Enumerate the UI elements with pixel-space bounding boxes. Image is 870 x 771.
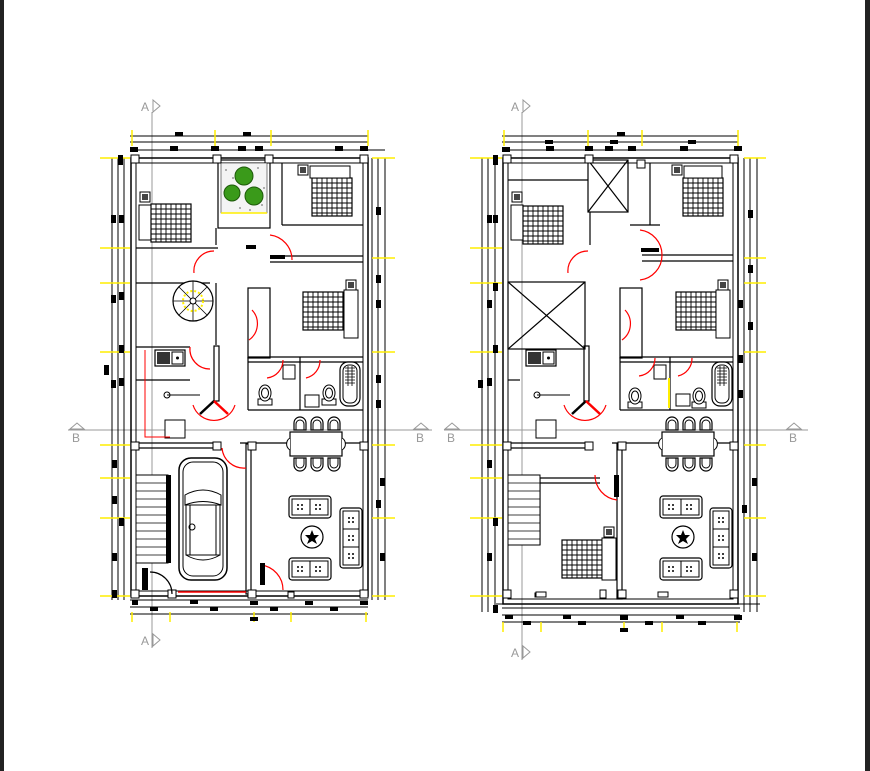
bed-icon (561, 526, 617, 581)
bed-icon (675, 279, 731, 339)
bed-icon (510, 191, 564, 245)
bed-icon (138, 191, 192, 243)
section-marker-b-right: B (785, 422, 803, 445)
svg-text:A: A (141, 634, 149, 648)
planter-icon (220, 162, 268, 214)
washbasin-icon (282, 364, 296, 380)
kitchen-sink-icon (154, 349, 186, 367)
svg-text:B: B (447, 431, 455, 445)
toilet-icon (321, 384, 337, 406)
svg-text:A: A (511, 100, 519, 114)
fridge-icon (535, 419, 557, 439)
drawing-canvas: A A B B (4, 0, 865, 771)
viewer-frame-left (0, 0, 4, 771)
section-marker-b-right: B (412, 422, 430, 445)
svg-text:B: B (416, 431, 424, 445)
toilet-icon (691, 387, 707, 409)
washbasin-icon (675, 393, 691, 407)
fridge-icon (164, 419, 186, 439)
washbasin-icon (653, 364, 667, 380)
car-icon (178, 457, 228, 581)
section-marker-b-left: B (443, 422, 461, 445)
svg-text:A: A (511, 646, 519, 660)
svg-text:B: B (789, 431, 797, 445)
toilet-icon (257, 384, 273, 406)
toilet-icon (627, 387, 643, 409)
ground-floor-plan: A A B B (68, 98, 432, 648)
bed-icon (297, 164, 353, 217)
door-swings (149, 234, 321, 595)
svg-text:A: A (141, 100, 149, 114)
dining-table-icon (286, 416, 346, 472)
section-marker-a-bottom: A (511, 644, 531, 660)
bed-icon (671, 164, 724, 217)
section-marker-a-top: A (141, 98, 161, 114)
section-marker-a-bottom: A (141, 632, 161, 648)
svg-text:B: B (72, 431, 80, 445)
washbasin-icon (304, 394, 320, 408)
bathtub-icon (339, 361, 361, 407)
section-marker-b-left: B (68, 422, 86, 445)
viewer-frame-right (865, 0, 870, 771)
stair-icon (135, 474, 171, 564)
bed-icon (302, 279, 359, 339)
living-room-furniture (288, 495, 363, 581)
living-room-furniture (659, 495, 733, 581)
bathtub-icon (711, 361, 733, 407)
kitchen-sink-icon (525, 349, 557, 367)
door-swings (563, 229, 693, 501)
stair-icon (507, 474, 541, 546)
section-marker-a-top: A (511, 98, 531, 114)
dining-table-icon (658, 416, 718, 472)
upper-floor-plan: A A B B (443, 98, 808, 660)
spiral-stair-icon (172, 280, 214, 322)
